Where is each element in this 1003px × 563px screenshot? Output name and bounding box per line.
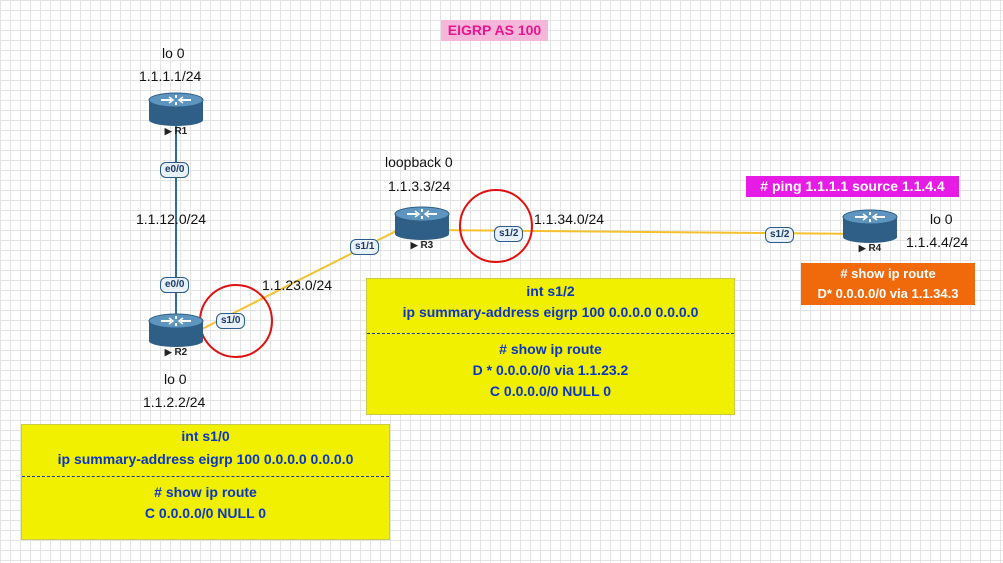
r2-lo-label: lo 0 [164,371,187,387]
port-r1-e00[interactable]: e0/0 [160,162,190,178]
port-r2-s10[interactable]: s1/0 [216,313,246,329]
port-r3-s11[interactable]: s1/1 [350,239,380,255]
r3-lo-label: loopback 0 [385,154,453,170]
r2-lo-ip: 1.1.2.2/24 [143,394,206,410]
router-r4[interactable]: ▶ R4 [841,209,899,261]
router-r3[interactable]: ▶ R3 [393,206,451,258]
r2-route-entry-c: C 0.0.0.0/0 NULL 0 [144,505,267,521]
r3-summary-line: ip summary-address eigrp 100 0.0.0.0 0.0… [402,304,699,320]
subnet-r3-r4: 1.1.34.0/24 [534,211,605,227]
highlight-circle-r3-s12 [459,189,533,263]
r4-ping-command: # ping 1.1.1.1 source 1.1.4.4 [746,176,959,197]
r4-lo-label: lo 0 [930,211,953,227]
r2-interface-line: int s1/0 [181,428,230,444]
r4-route-box: # show ip route D* 0.0.0.0/0 via 1.1.34.… [801,263,975,305]
r2-name: ▶ R2 [164,347,188,358]
r4-route-header: # show ip route [840,266,936,281]
router-icon [148,313,204,347]
r2-config-box: int s1/0 ip summary-address eigrp 100 0.… [21,424,390,540]
r4-route-entry: D* 0.0.0.0/0 via 1.1.34.3 [817,286,959,301]
r2-box-divider [22,476,389,477]
r1-name: ▶ R1 [164,126,188,137]
r3-config-box: int s1/2 ip summary-address eigrp 100 0.… [366,278,735,415]
r3-route-entry-c: C 0.0.0.0/0 NULL 0 [489,383,612,399]
r1-lo-label: lo 0 [162,45,185,61]
r2-summary-line: ip summary-address eigrp 100 0.0.0.0 0.0… [57,451,354,467]
router-r2[interactable]: ▶ R2 [147,313,205,365]
r3-interface-line: int s1/2 [526,283,575,299]
port-r3-s12[interactable]: s1/2 [494,226,524,242]
router-icon [148,92,204,126]
port-r2-e00[interactable]: e0/0 [160,277,190,293]
r3-name: ▶ R3 [410,240,434,251]
r1-lo-ip: 1.1.1.1/24 [139,68,202,84]
subnet-r2-r3: 1.1.23.0/24 [262,277,333,293]
r3-route-header: # show ip route [499,341,602,357]
router-icon [842,209,898,243]
subnet-r1-r2: 1.1.12.0/24 [136,211,207,227]
r3-route-entry-d: D * 0.0.0.0/0 via 1.1.23.2 [472,362,629,378]
r3-box-divider [367,333,734,334]
r4-lo-ip: 1.1.4.4/24 [906,234,969,250]
router-r1[interactable]: ▶ R1 [147,92,205,144]
r3-lo-ip: 1.1.3.3/24 [388,178,451,194]
r2-route-header: # show ip route [154,484,257,500]
port-r4-s12[interactable]: s1/2 [765,227,795,243]
r4-name: ▶ R4 [858,243,882,254]
page-title: EIGRP AS 100 [441,20,548,41]
router-icon [394,206,450,240]
